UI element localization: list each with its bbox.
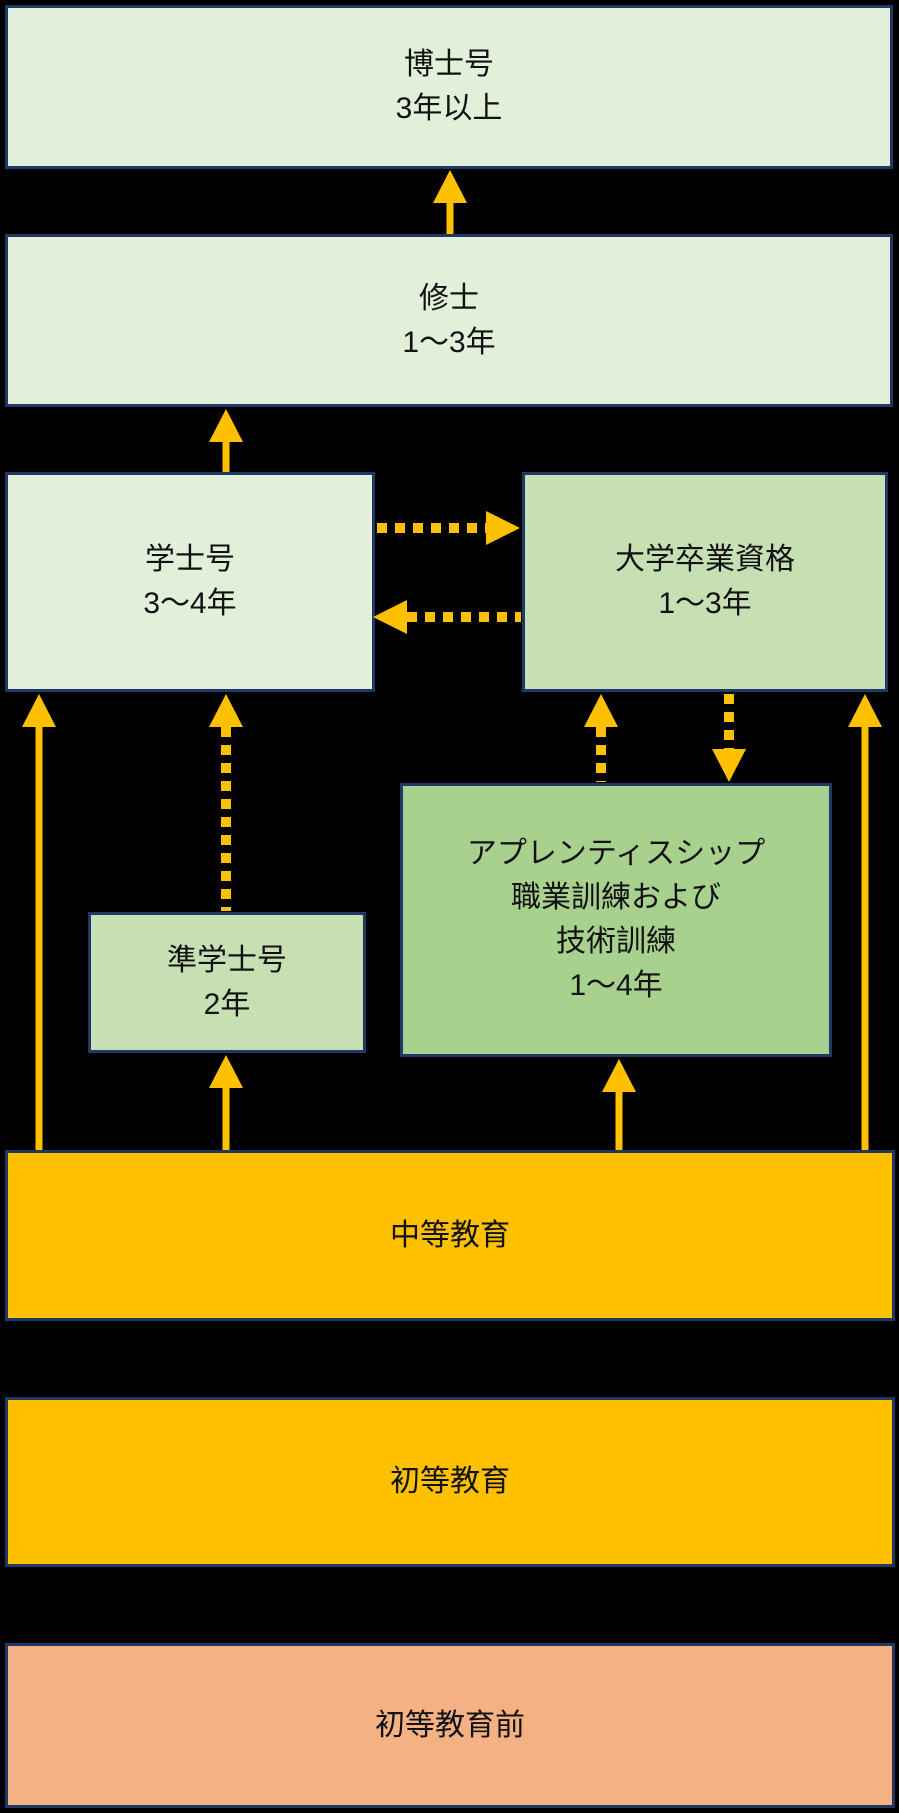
arrow-secondary-to-bachelors (22, 694, 56, 1150)
box-label-line: アプレンティスシップ (466, 837, 766, 870)
arrow-apprenticeship-to-univgrad (584, 694, 618, 782)
box-associate-degree: 準学士号 2年 (88, 912, 366, 1053)
arrow-bachelors-to-masters (209, 409, 243, 472)
arrow-univgrad-to-bachelors (373, 600, 521, 634)
arrow-secondary-to-associate (209, 1055, 243, 1150)
box-label-line: 博士号 (404, 48, 494, 81)
box-label-line: 2年 (203, 987, 251, 1021)
box-label-line: 1〜4年 (569, 969, 663, 1002)
box-label-line: 初等教育前 (375, 1708, 525, 1742)
box-primary-education: 初等教育 (5, 1397, 895, 1567)
box-label-line: 準学士号 (167, 943, 287, 977)
box-bachelors-degree: 学士号 3〜4年 (5, 472, 375, 692)
box-label-line: 1〜3年 (402, 325, 496, 359)
arrow-secondary-to-univgrad (848, 694, 882, 1150)
box-pre-primary-education: 初等教育前 (5, 1643, 895, 1808)
box-apprenticeship-training: アプレンティスシップ 職業訓練および 技術訓練 1〜4年 (400, 783, 832, 1057)
box-masters-degree: 修士 1〜3年 (5, 234, 893, 407)
arrow-masters-to-doctorate (433, 170, 467, 234)
box-doctorate-degree: 博士号 3年以上 (5, 5, 893, 169)
box-label-line: 1〜3年 (658, 587, 752, 620)
box-label-line: 大学卒業資格 (615, 543, 795, 576)
box-label-line: 修士 (419, 281, 479, 315)
box-label-line: 初等教育 (390, 1465, 510, 1498)
box-label-line: 職業訓練および (511, 881, 721, 914)
box-secondary-education: 中等教育 (5, 1150, 895, 1321)
box-label-line: 学士号 (145, 543, 235, 576)
box-label-line: 3〜4年 (143, 587, 237, 620)
box-label-line: 技術訓練 (556, 925, 676, 958)
box-university-graduation-qualification: 大学卒業資格 1〜3年 (522, 472, 888, 692)
arrow-univgrad-to-apprenticeship (712, 694, 746, 782)
arrow-bachelors-to-univgrad (377, 511, 520, 545)
arrow-associate-to-bachelors (209, 694, 243, 911)
arrow-secondary-to-apprenticeship (602, 1059, 636, 1150)
box-label-line: 中等教育 (390, 1218, 510, 1252)
box-label-line: 3年以上 (395, 92, 503, 125)
